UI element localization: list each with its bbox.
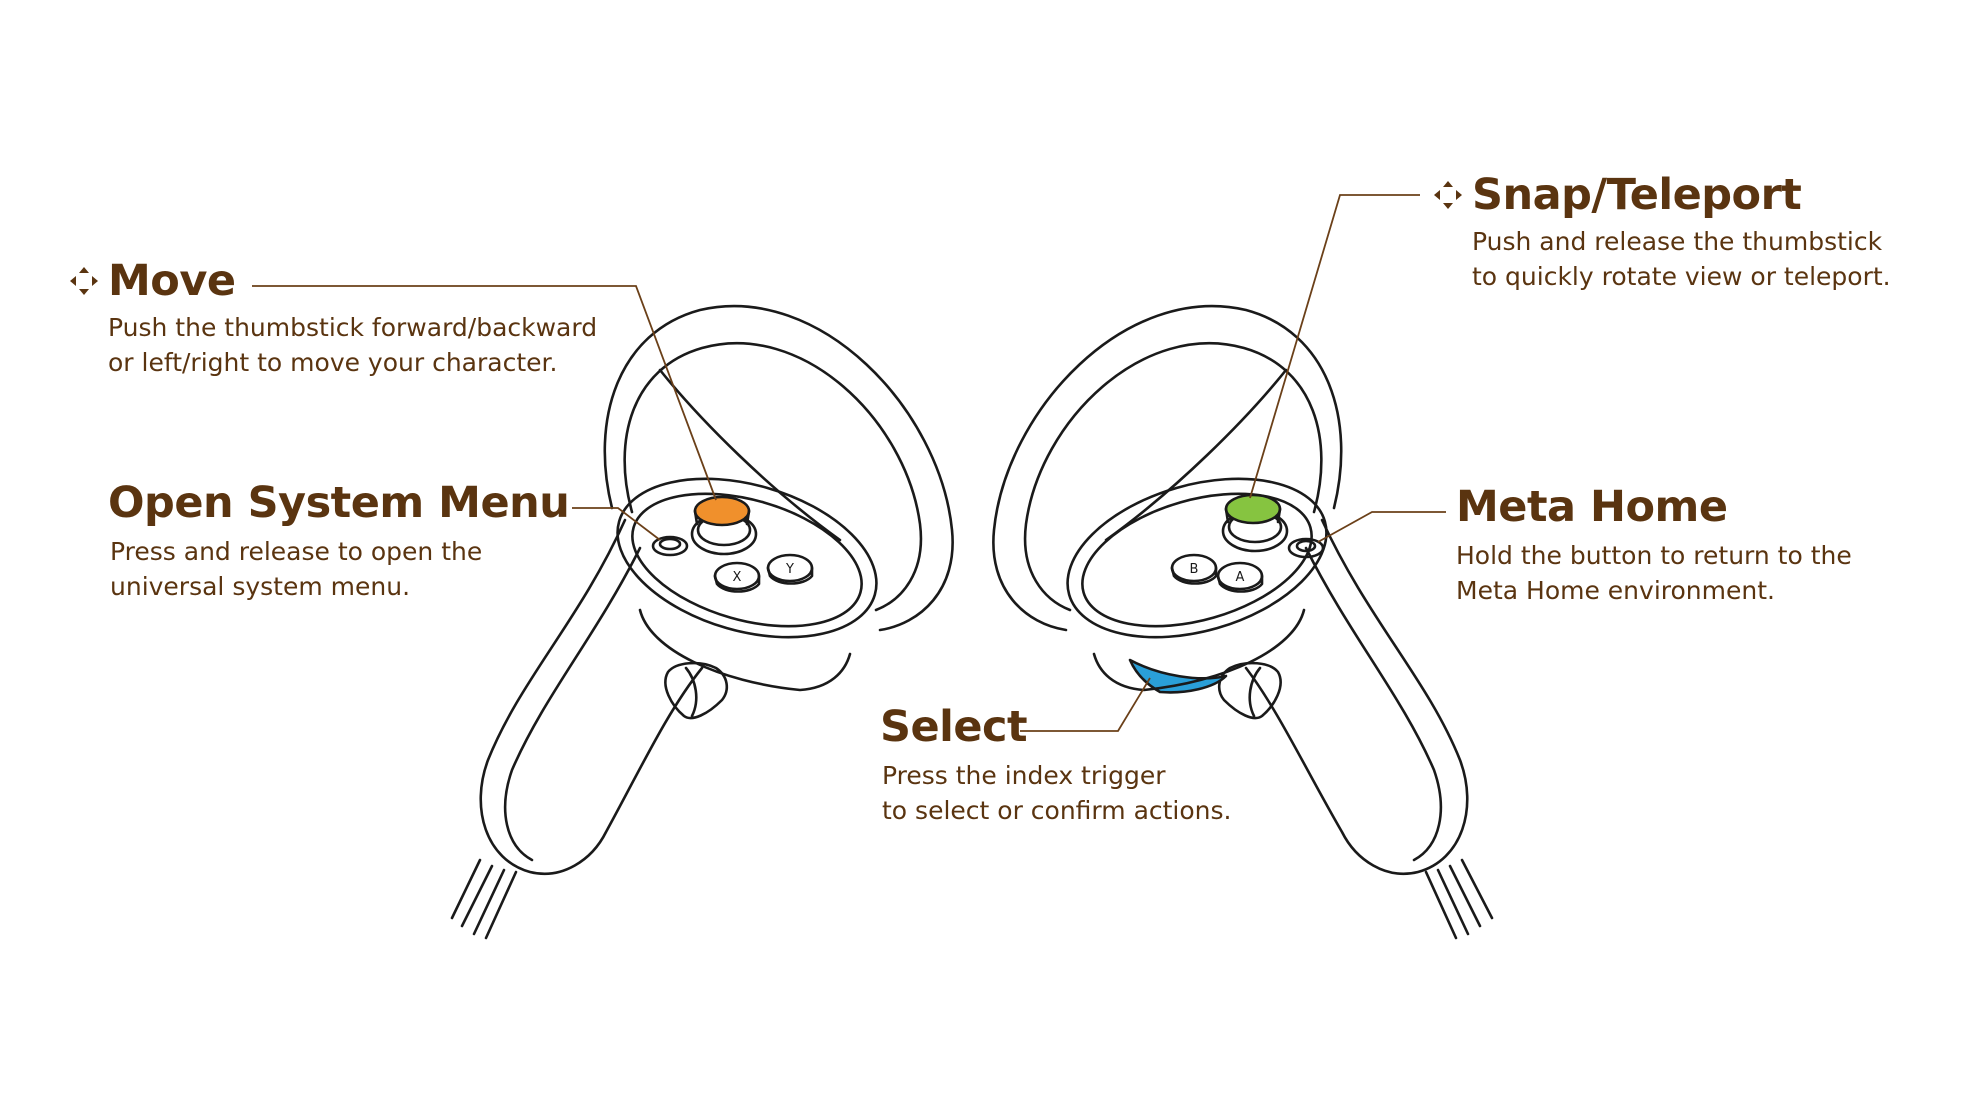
leader-line-snap-teleport: [1249, 194, 1420, 499]
leader-line-move: [252, 285, 717, 501]
right-thumbstick: [1221, 493, 1289, 553]
left-tracking-ring: [603, 304, 954, 632]
left-controller-handle: [479, 518, 704, 876]
meta-home-title: Meta Home: [1456, 482, 1728, 532]
snap-teleport-description-line-2: to quickly rotate view or teleport.: [1472, 262, 1891, 291]
a-button: [1216, 561, 1264, 593]
y-button-label: Y: [785, 562, 794, 577]
open-system-menu-description: Press and release to open the universal …: [110, 534, 569, 604]
meta-home-description-line-1: Hold the button to return to the: [1456, 541, 1852, 570]
callout-move: Move Push the thumbstick forward/backwar…: [68, 256, 597, 380]
right-meta-button: [1287, 537, 1325, 559]
left-controller: [450, 304, 954, 940]
select-description: Press the index trigger to select or con…: [882, 758, 1232, 828]
right-controller-handle: [1244, 518, 1469, 876]
meta-home-description: Hold the button to return to the Meta Ho…: [1456, 538, 1852, 608]
open-system-menu-title: Open System Menu: [108, 478, 570, 528]
callout-open-system-menu: Open System Menu Press and release to op…: [108, 478, 570, 604]
callout-select: Select Press the index trigger to select…: [880, 702, 1232, 828]
open-system-menu-description-line-1: Press and release to open the: [110, 537, 483, 566]
four-way-arrows-icon: [70, 267, 98, 295]
x-button: [713, 561, 761, 593]
leader-line-open-system-menu: [572, 507, 661, 541]
snap-teleport-description-line-1: Push and release the thumbstick: [1472, 227, 1883, 256]
move-description-line-2: or left/right to move your character.: [108, 348, 558, 377]
select-description-line-1: Press the index trigger: [882, 761, 1166, 790]
select-description-line-2: to select or confirm actions.: [882, 796, 1232, 825]
meta-home-description-line-2: Meta Home environment.: [1456, 576, 1775, 605]
select-title: Select: [880, 702, 1028, 752]
move-title: Move: [108, 256, 236, 306]
right-controller: [992, 304, 1494, 940]
right-tracking-ring: [992, 304, 1343, 632]
left-thumbstick: [690, 495, 758, 556]
four-way-arrows-icon: [1434, 181, 1462, 209]
snap-teleport-title: Snap/Teleport: [1472, 170, 1802, 220]
y-button: [766, 553, 814, 585]
move-description-line-1: Push the thumbstick forward/backward: [108, 313, 598, 342]
right-index-trigger: [1128, 658, 1228, 694]
callout-snap-teleport: Snap/Teleport Push and release the thumb…: [1432, 170, 1891, 294]
open-system-menu-description-line-2: universal system menu.: [110, 572, 411, 601]
leader-line-meta-home: [1317, 511, 1446, 543]
callout-meta-home: Meta Home Hold the button to return to t…: [1456, 482, 1852, 608]
x-button-label: X: [733, 570, 742, 585]
a-button-label: A: [1236, 570, 1245, 585]
leader-line-select: [1020, 677, 1151, 732]
move-description: Push the thumbstick forward/backward or …: [108, 310, 597, 380]
left-menu-button: [651, 535, 689, 557]
snap-teleport-description: Push and release the thumbstick to quick…: [1472, 224, 1891, 294]
b-button: [1170, 553, 1218, 585]
left-trigger: [664, 661, 729, 720]
b-button-label: B: [1190, 562, 1199, 577]
